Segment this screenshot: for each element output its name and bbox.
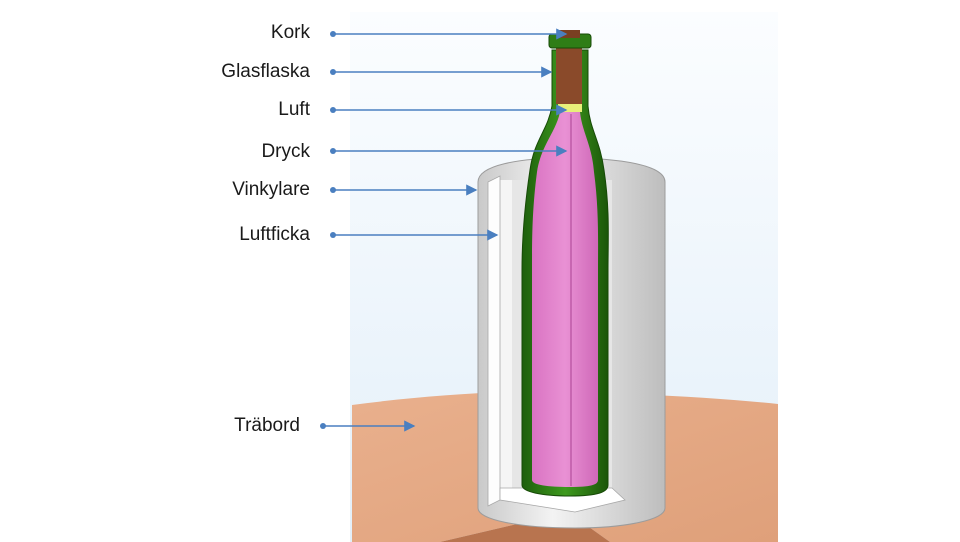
cork-top [558, 30, 580, 38]
label-glasflaska: Glasflaska [221, 61, 310, 82]
label-dryck: Dryck [261, 141, 310, 162]
pointer-arrows [323, 28, 568, 432]
drink-liquid [532, 112, 599, 487]
cooler-cut-face [487, 175, 501, 507]
label-kork: Kork [270, 22, 310, 43]
arrow-start-dots [320, 31, 336, 429]
label-luftficka: Luftficka [239, 224, 310, 245]
air-pocket-gap [500, 180, 512, 488]
label-luft: Luft [278, 99, 310, 120]
air-gap [558, 104, 582, 112]
cork [556, 40, 582, 104]
label-vinkylare: Vinkylare [232, 179, 310, 200]
label-trabord: Träbord [234, 415, 300, 436]
